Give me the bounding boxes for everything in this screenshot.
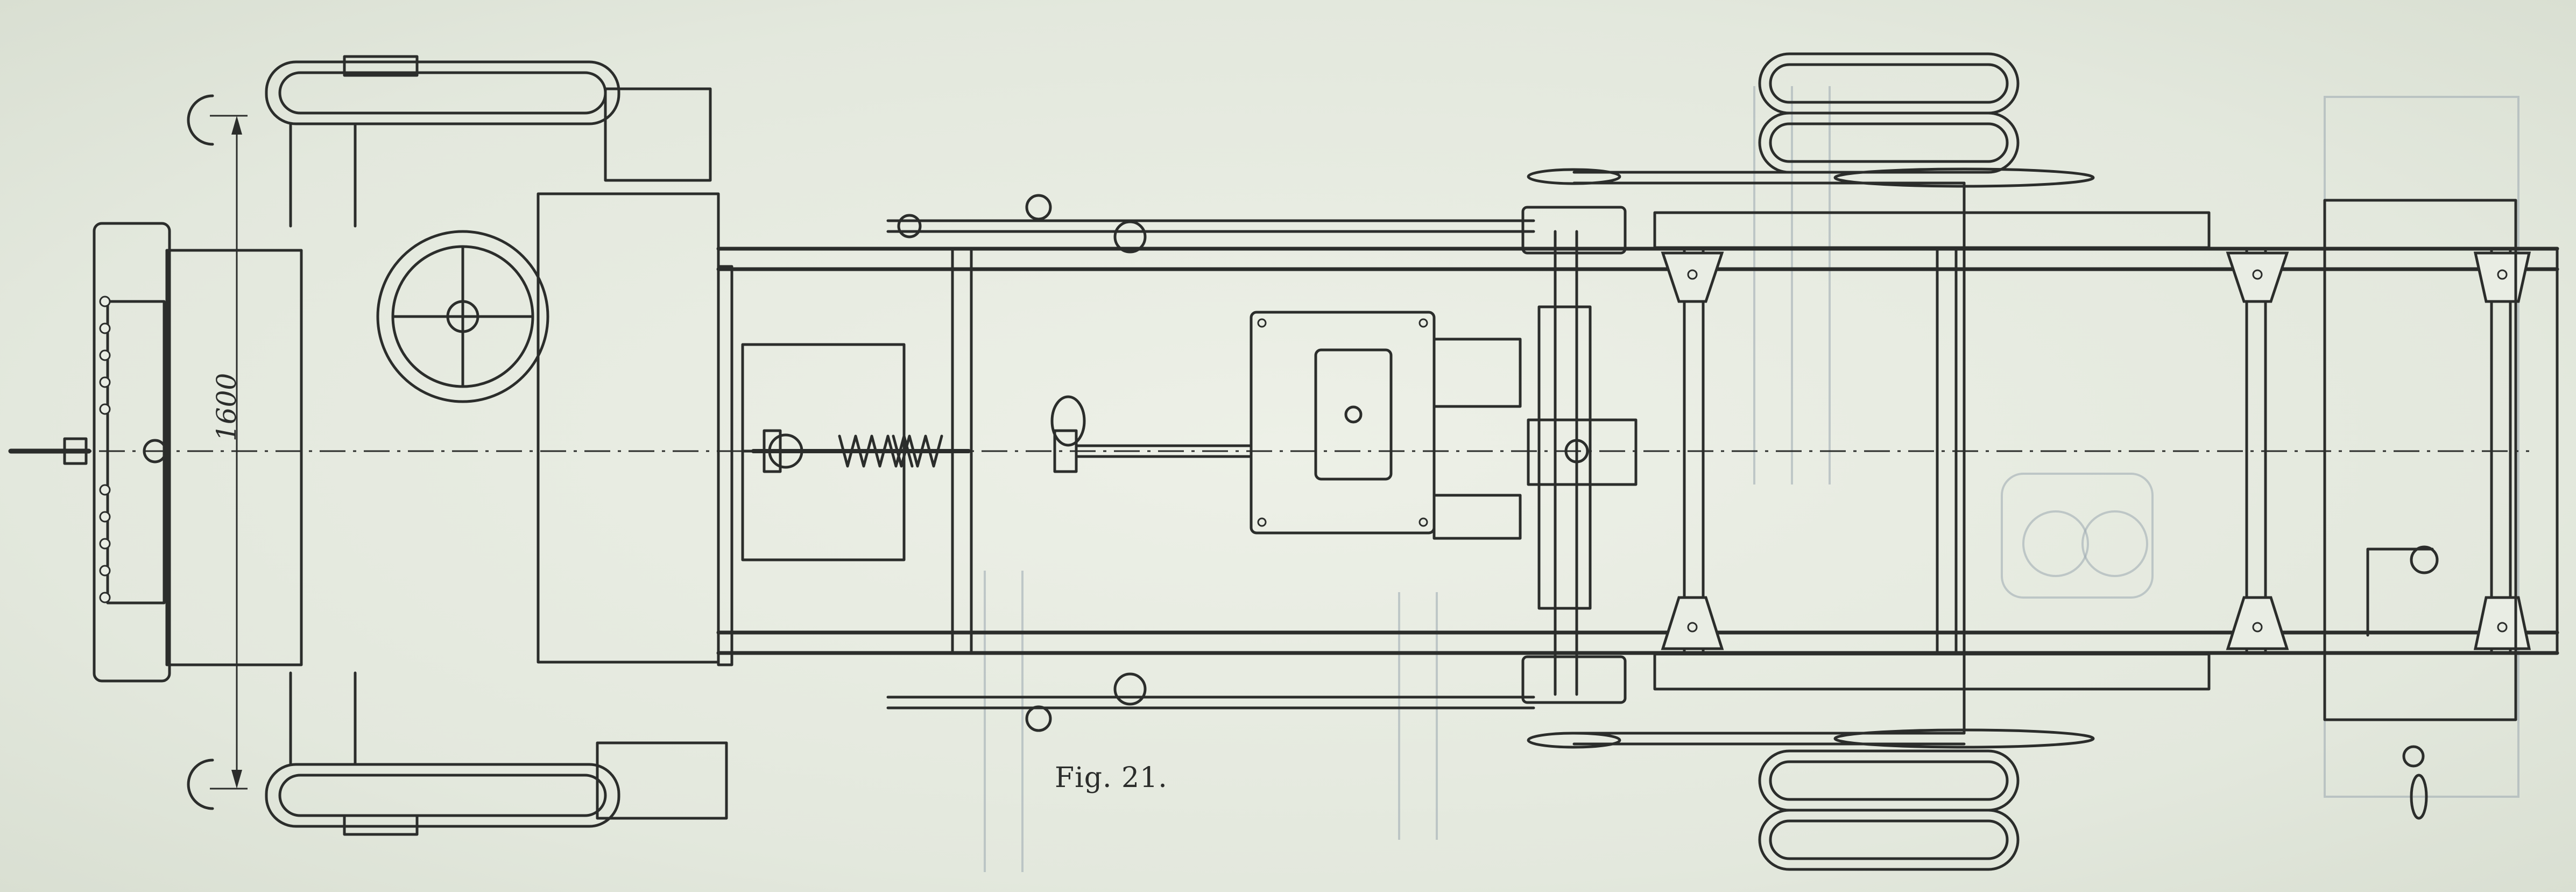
differential [1527, 230, 1638, 696]
front-wheel-top [265, 55, 712, 228]
radiator-rivets [99, 296, 111, 603]
clutch-assembly [751, 429, 971, 473]
front-wheel-bottom [265, 671, 728, 836]
rear-axle [1653, 181, 2211, 735]
steering-wheel [376, 230, 549, 403]
chain-drive [1572, 167, 2095, 749]
gearbox [1250, 311, 1522, 540]
control-rods [886, 194, 1535, 732]
rear-platform [2323, 199, 2517, 820]
propeller-shaft [1050, 395, 1253, 473]
steering-column [8, 437, 91, 465]
dashboard [165, 249, 303, 666]
dimension-1600 [187, 94, 248, 810]
seat-panel [537, 192, 733, 666]
rear-wheel-bottom [1758, 749, 2020, 871]
show-through-text [984, 86, 2519, 872]
track-dimension-label: 1600 [211, 373, 242, 441]
figure-caption: Fig. 21. [1055, 762, 1168, 794]
radiator [93, 222, 171, 683]
gearbox-rivets [1257, 318, 1428, 527]
rear-wheel-top [1758, 52, 2020, 174]
jackshaft-brakes [1521, 168, 1627, 749]
